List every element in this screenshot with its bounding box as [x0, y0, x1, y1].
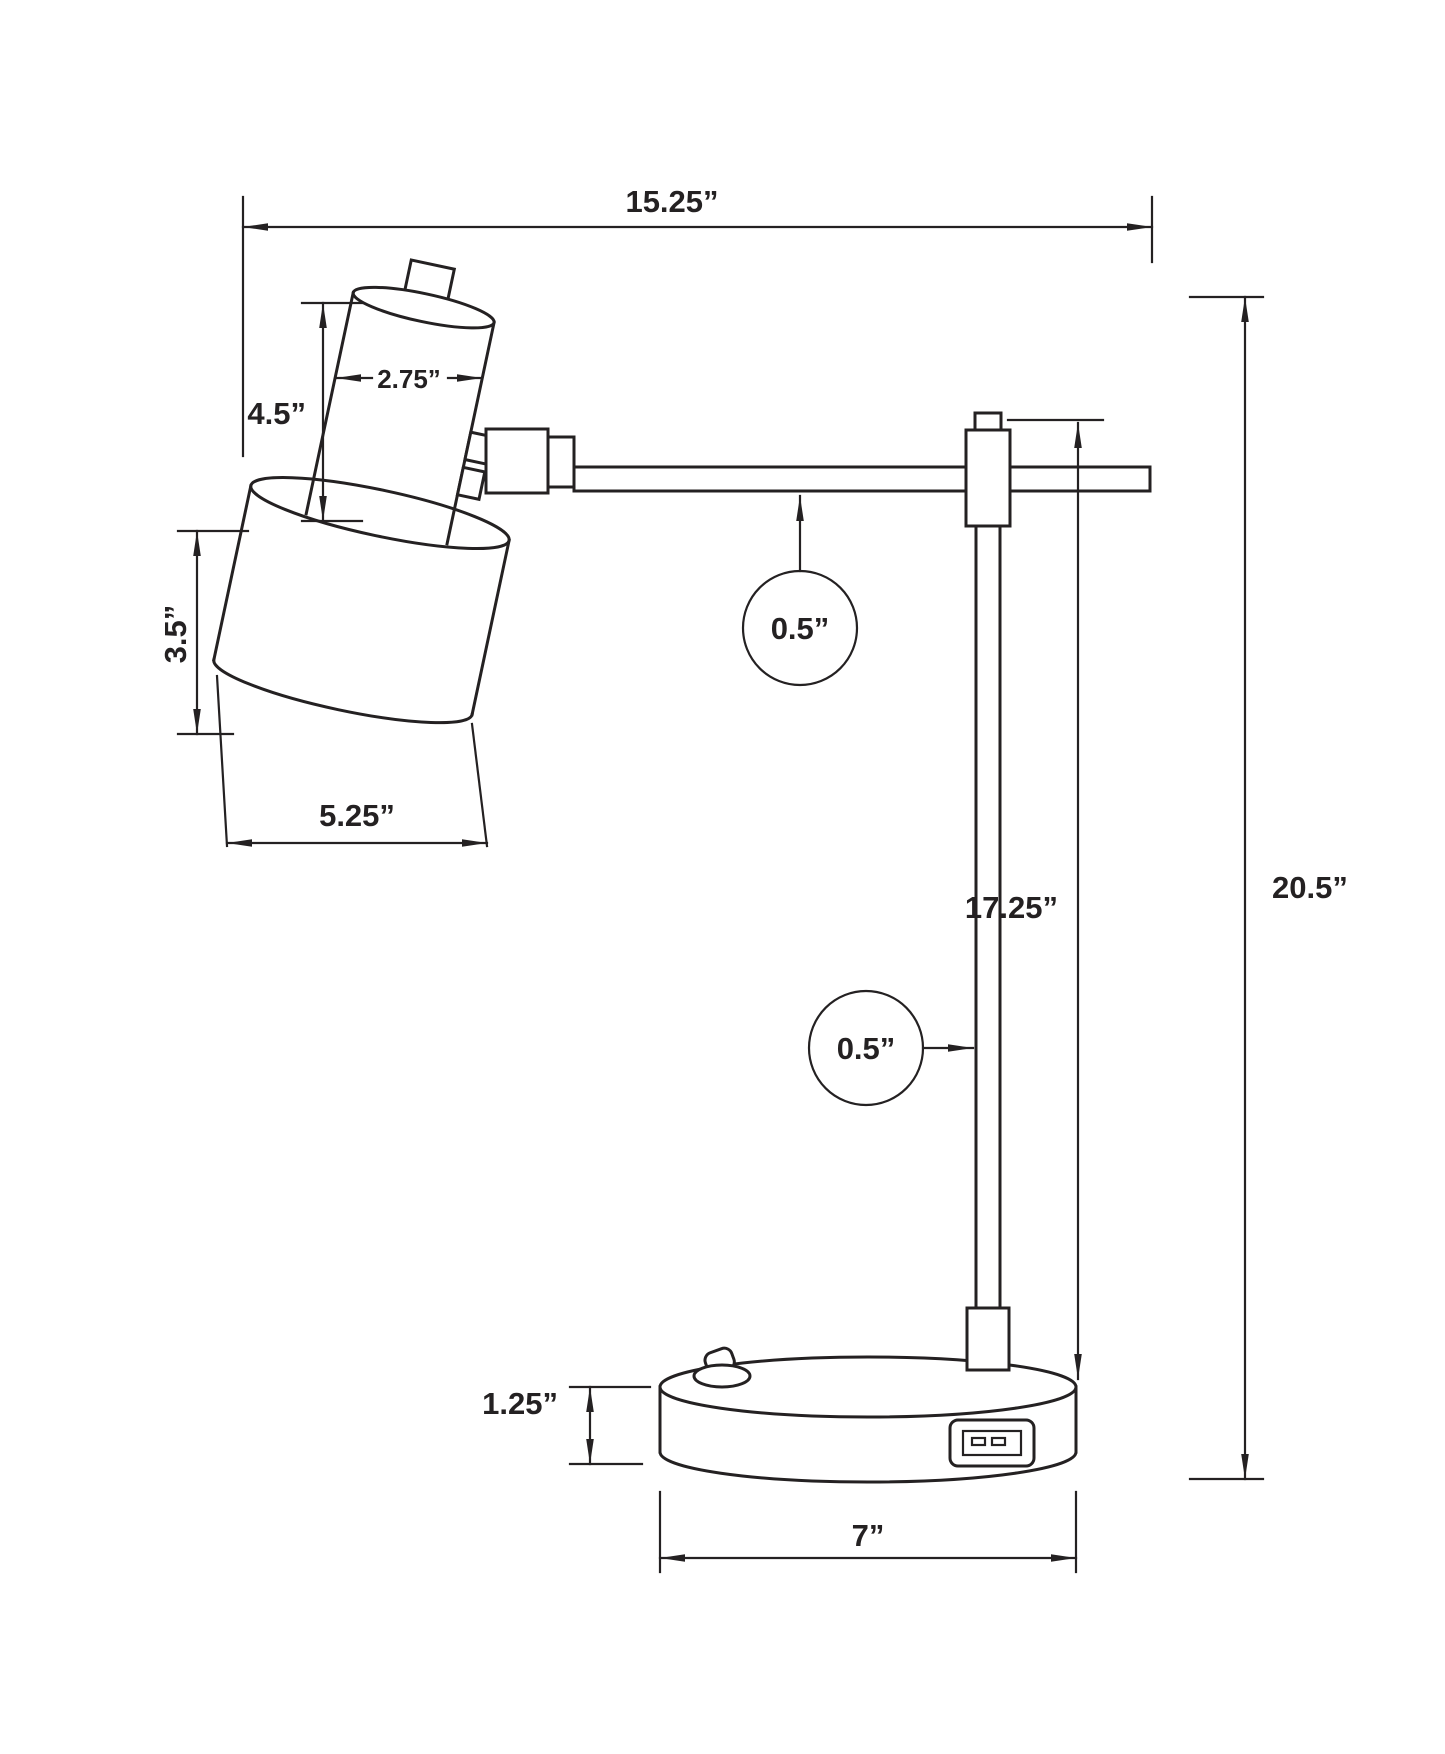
dim-shade-diameter-label: 5.25” [319, 798, 395, 833]
dim-head-height: 4.5” [247, 301, 364, 523]
base-bottom-edge [658, 1450, 1078, 1484]
dim-shade-height: 3.5” [158, 529, 250, 736]
dim-base-diameter-label: 7” [852, 1518, 885, 1553]
callout-circle [807, 989, 925, 1107]
usb-port-icon [948, 1418, 1036, 1468]
shade-right-side [470, 538, 511, 717]
callout-pole-thickness-label: 0.5” [837, 1031, 896, 1066]
usb-contact-right [990, 1436, 1007, 1447]
callout-arm-thickness-label: 0.5” [771, 611, 830, 646]
power-switch-icon [692, 1346, 752, 1389]
dim-overall-height-label: 20.5” [1272, 870, 1348, 905]
callout-circle [741, 569, 859, 687]
pole-base-collar [965, 1306, 1011, 1372]
dim-base-height: 1.25” [482, 1385, 652, 1466]
lamp-head-bracket-lower [455, 465, 487, 502]
switch-bezel [692, 1363, 752, 1389]
dim-overall-width: 15.25” [241, 184, 1154, 458]
dim-pole-height: 17.25” [965, 418, 1105, 1381]
dim-head-diameter-label: 2.75” [377, 364, 441, 394]
dim-base-height-label: 1.25” [482, 1386, 558, 1421]
dim-head-diameter: 2.75” [334, 364, 484, 394]
dim-pole-height-label: 17.25” [965, 890, 1058, 925]
dim-overall-width-label: 15.25” [625, 184, 718, 219]
dim-base-diameter: 7” [658, 1490, 1078, 1574]
lamp-shade [212, 476, 511, 725]
arm-pole-junction [964, 428, 1012, 528]
swivel-joint-collar [546, 435, 576, 489]
callout-pole-thickness: 0.5” [807, 989, 975, 1107]
lamp-head-left-side [304, 290, 355, 516]
lamp-head [212, 258, 511, 725]
dim-shade-height-label: 3.5” [158, 605, 193, 664]
shade-left-side [212, 483, 253, 662]
usb-socket [961, 1429, 1023, 1457]
dim-overall-height: 20.5” [1188, 295, 1348, 1481]
callout-arm-thickness: 0.5” [741, 494, 859, 687]
dim-shade-diameter: 5.25” [215, 674, 489, 848]
extension-line [470, 722, 489, 848]
lamp-arm [572, 465, 1152, 493]
dim-head-height-label: 4.5” [247, 396, 306, 431]
extension-line [215, 674, 229, 848]
swivel-joint-barrel [484, 427, 550, 495]
shade-bottom-rim [212, 657, 474, 725]
usb-contact-left [970, 1436, 987, 1447]
lamp-base [658, 1346, 1078, 1484]
